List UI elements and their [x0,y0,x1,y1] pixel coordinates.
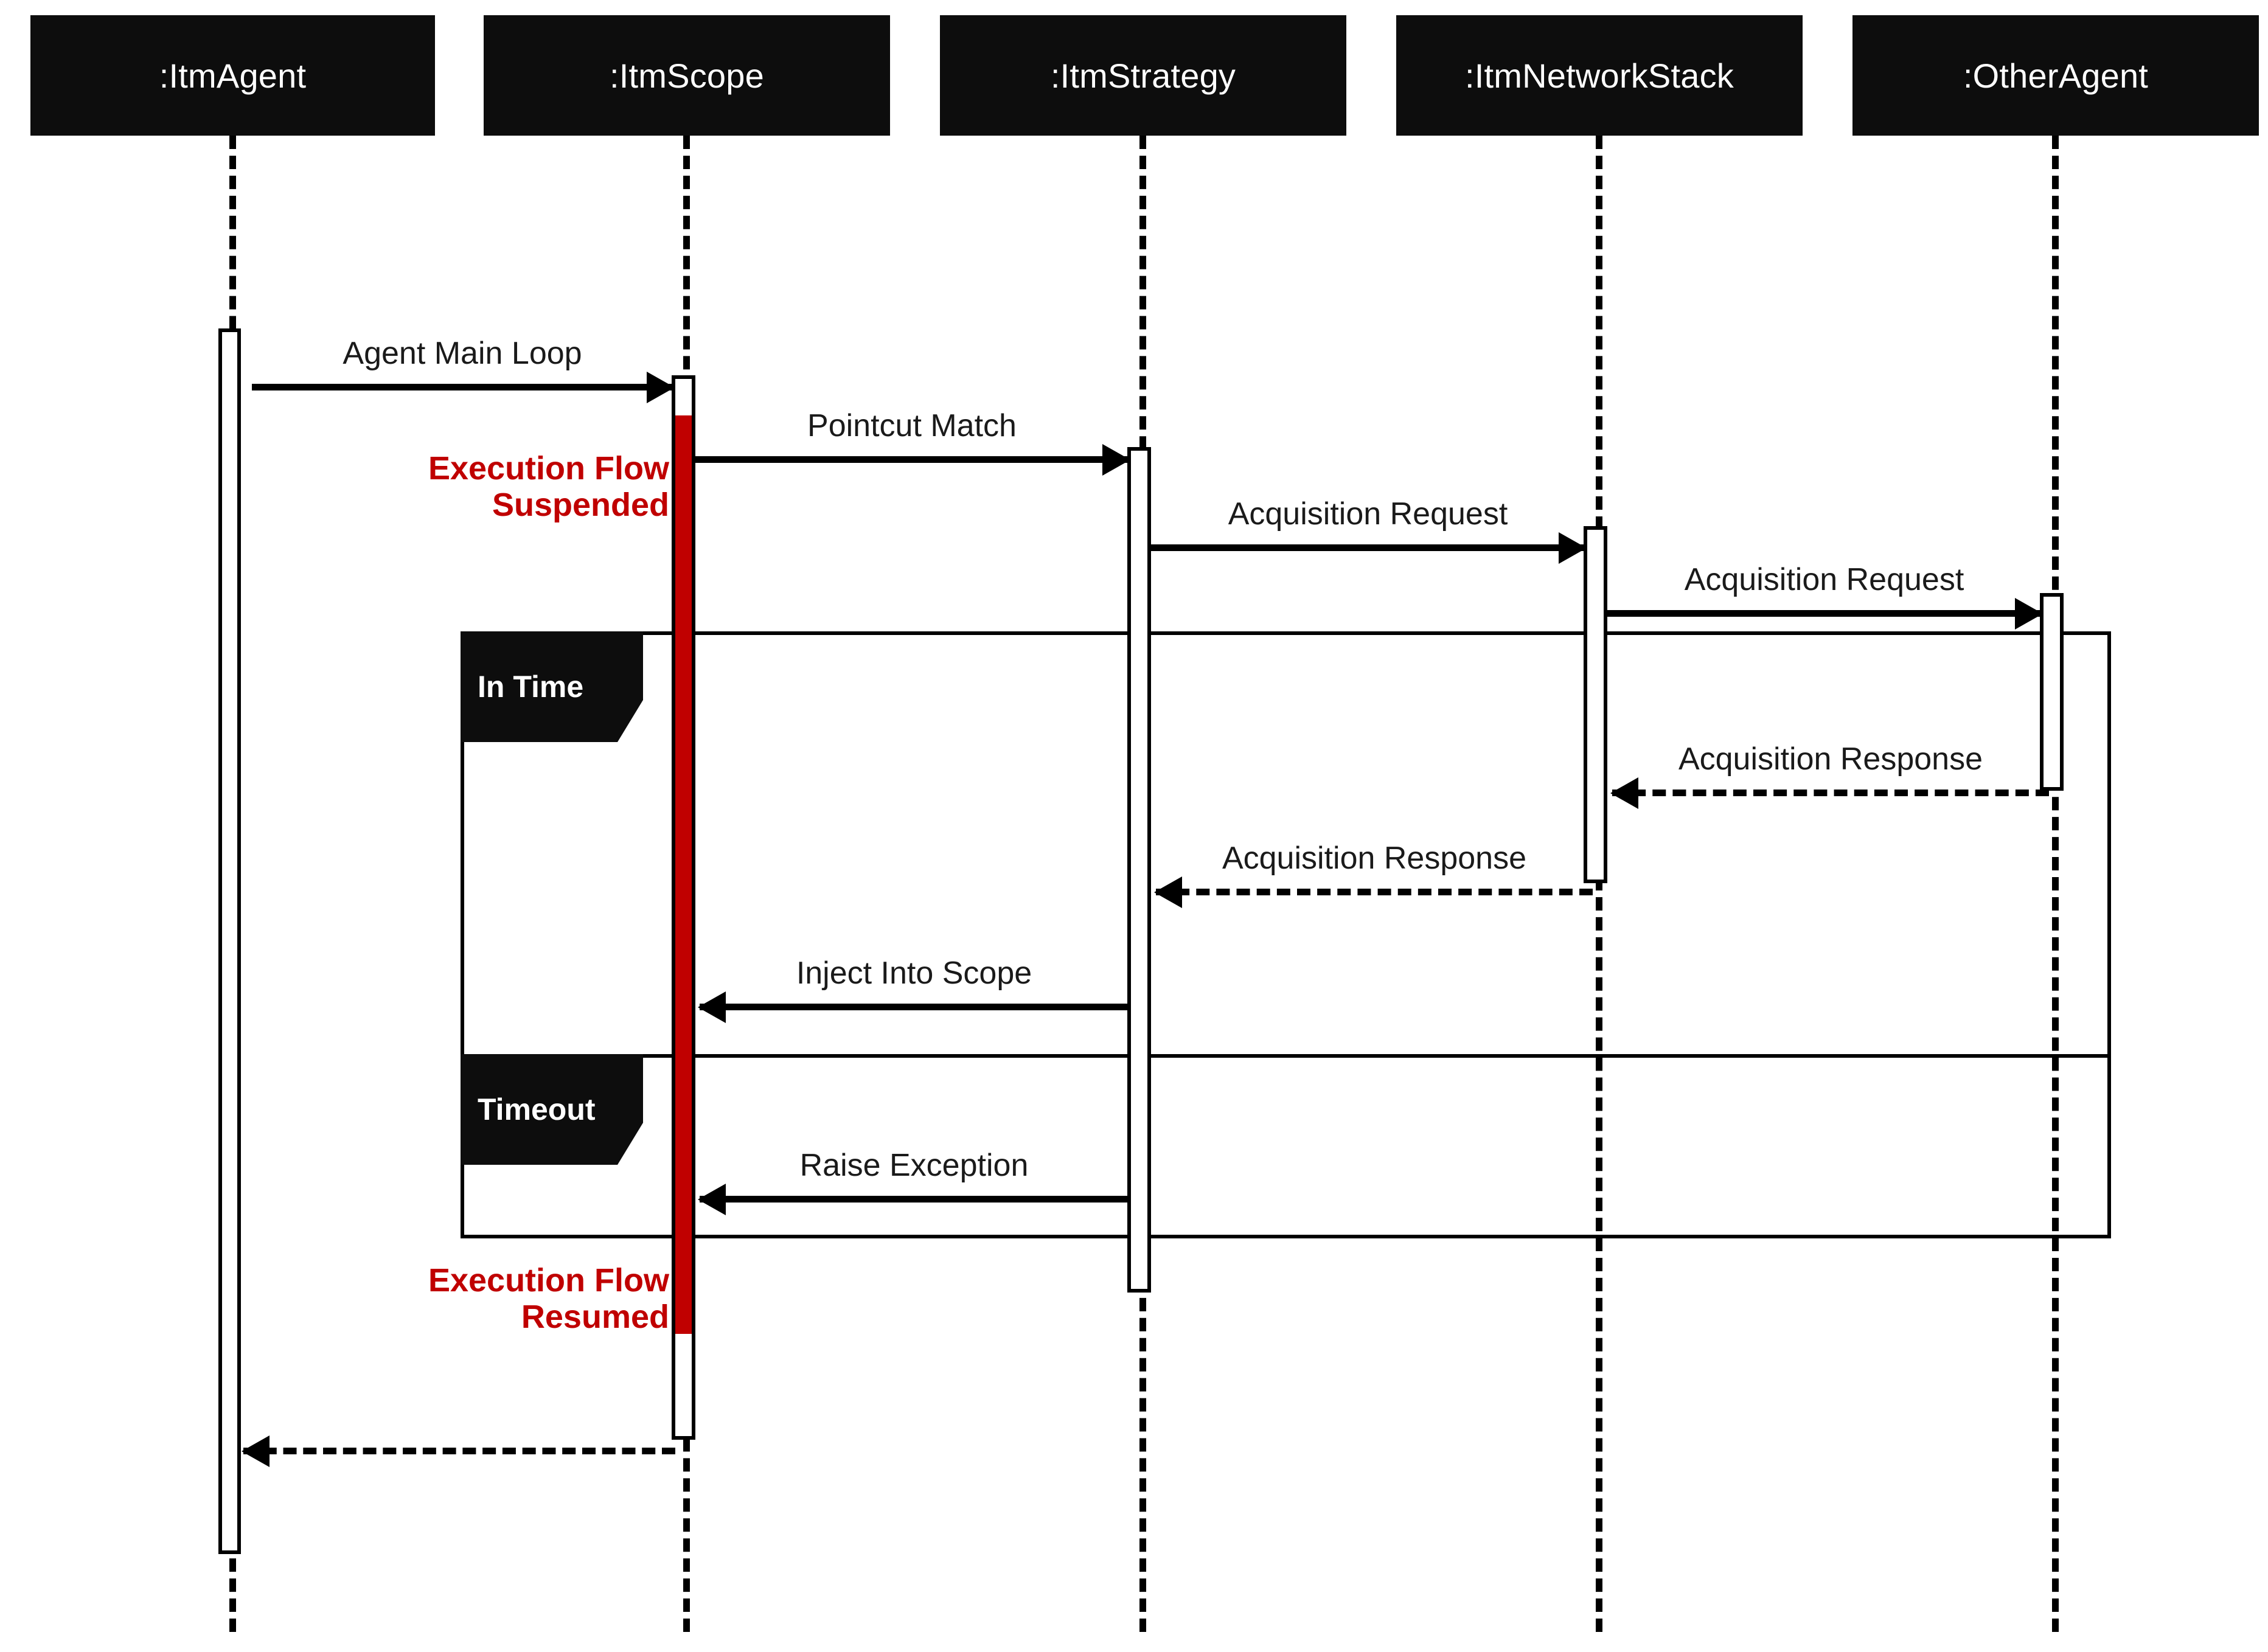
arrowhead-right-icon [2015,598,2043,630]
message-label: Inject Into Scope [796,956,1032,991]
arrowhead-left-icon [1610,777,1638,809]
message-label: Agent Main Loop [343,336,582,371]
message-label: Acquisition Response [1222,841,1527,876]
fragment-tag-timeout: Timeout [461,1054,643,1165]
message-label: Acquisition Request [1228,496,1508,532]
combined-fragment [461,631,2111,1238]
fragment-label-timeout: Timeout [478,1092,596,1126]
arrowhead-left-icon [242,1435,270,1467]
lifeline-network [1596,136,1602,1632]
lifeline-head-other[interactable]: :OtherAgent [1852,15,2259,136]
message-line [700,1004,1129,1010]
arrowhead-left-icon [698,1184,726,1215]
lifeline-head-strategy[interactable]: :ItmStrategy [940,15,1346,136]
lifeline-label-strategy: :ItmStrategy [1050,56,1236,95]
lifeline-label-agent: :ItmAgent [159,56,307,95]
lifeline-label-other: :OtherAgent [1963,56,2149,95]
message-line [1156,889,1593,895]
activation-network [1584,526,1607,883]
fragment-label-in-time: In Time [478,670,584,704]
message-line [1607,610,2041,617]
message-line [1612,790,2049,796]
lifeline-label-scope: :ItmScope [610,56,764,95]
activation-agent [218,328,241,1554]
message-label: Pointcut Match [807,408,1017,443]
lifeline-other [2052,136,2059,1632]
message-line [700,1196,1129,1203]
lifeline-label-network: :ItmNetworkStack [1465,56,1734,95]
fragment-operand-divider [461,1054,2111,1058]
annotation-execution-flow-resumed: Execution Flow Resumed [428,1262,669,1336]
message-line [243,1448,675,1454]
message-label: Acquisition Request [1684,562,1964,597]
arrowhead-right-icon [1559,532,1587,564]
lifeline-head-agent[interactable]: :ItmAgent [30,15,435,136]
lifeline-head-network[interactable]: :ItmNetworkStack [1396,15,1803,136]
message-line [1151,544,1585,551]
arrowhead-right-icon [647,372,675,403]
message-label: Acquisition Response [1678,741,1983,777]
activation-strategy [1127,447,1151,1293]
message-line [252,384,673,390]
fragment-tag-in-time: In Time [461,631,643,742]
arrowhead-right-icon [1102,444,1130,476]
lifeline-head-scope[interactable]: :ItmScope [484,15,890,136]
message-line [695,456,1129,463]
annotation-execution-flow-suspended: Execution Flow Suspended [428,450,669,524]
message-label: Raise Exception [799,1148,1029,1183]
arrowhead-left-icon [1154,876,1182,908]
arrowhead-left-icon [698,991,726,1023]
activation-scope-suspended-region [675,415,692,1334]
activation-other [2040,593,2064,791]
